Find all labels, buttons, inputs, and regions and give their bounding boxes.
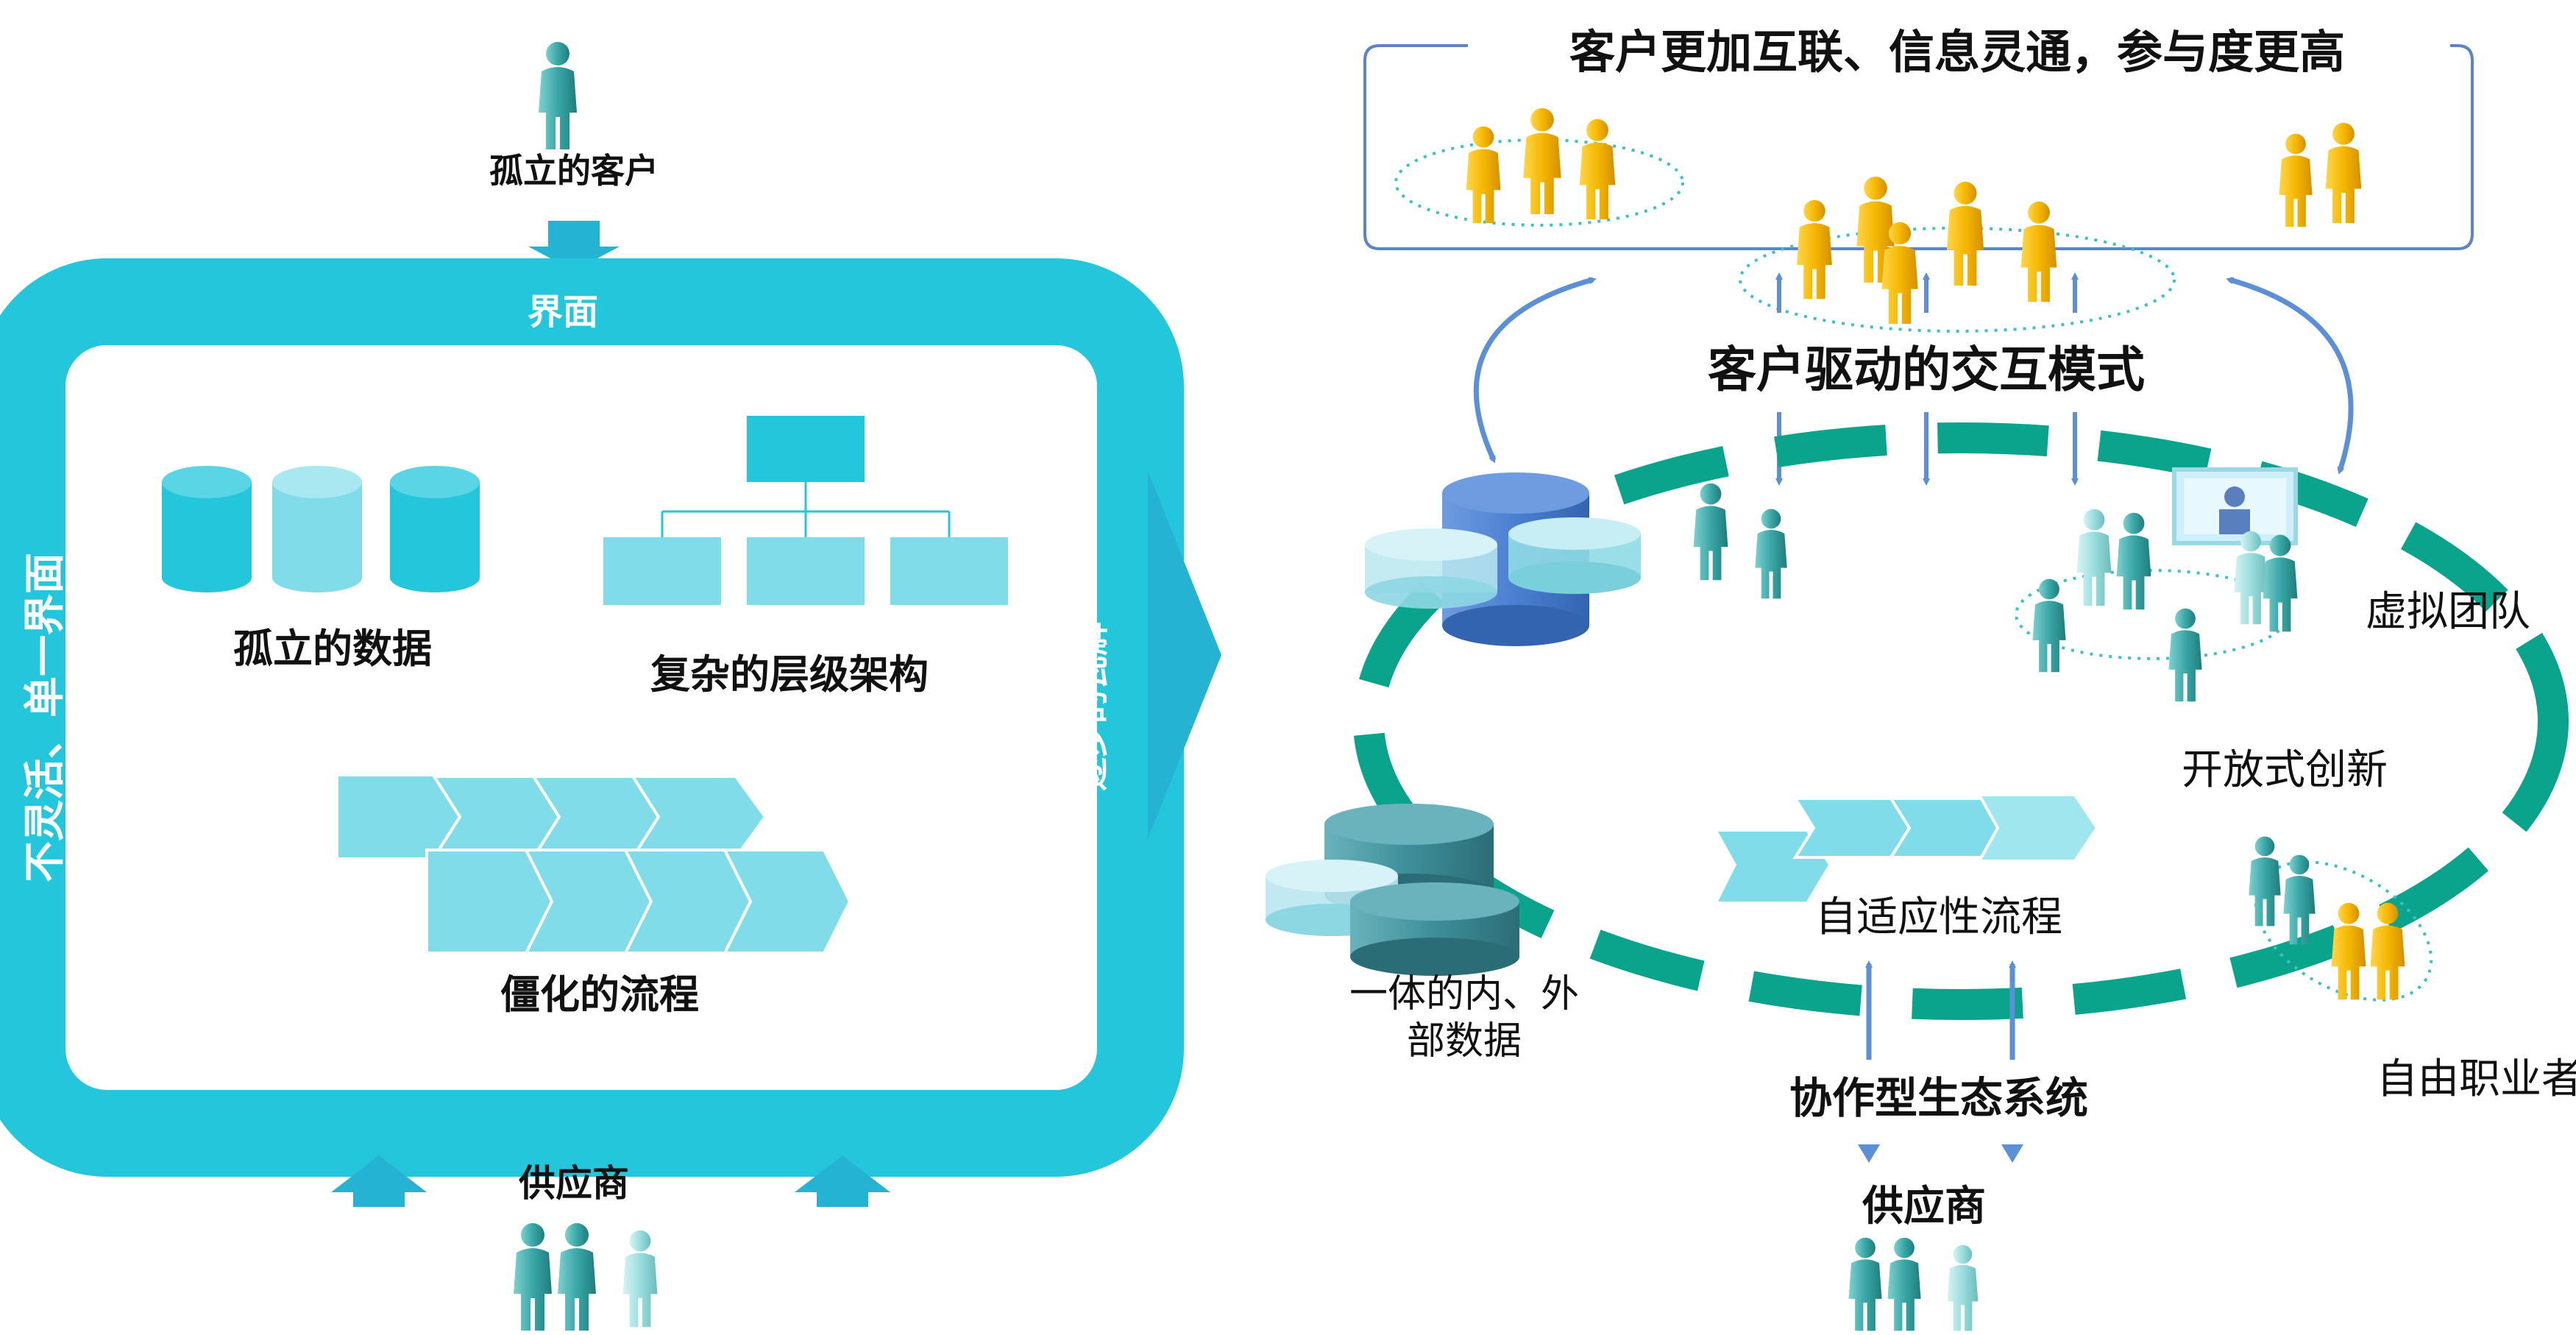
right-supplier-people-icon <box>1848 1237 1979 1331</box>
left-supplier-label: 供应商 <box>519 1162 629 1205</box>
left-curved-arrow <box>1473 277 1597 464</box>
database-cluster-top-icon <box>1365 472 1641 646</box>
interface-label: 界面 <box>528 291 598 333</box>
freelancer-icon <box>2249 836 2433 1002</box>
complex-hierarchy-label: 复杂的层级架构 <box>650 651 929 698</box>
virtual-team-icon <box>2015 467 2298 702</box>
freelancer-label: 自由职业者 <box>2377 1055 2576 1103</box>
isolated-customer-icon <box>539 42 577 149</box>
inner-team-pair-icon <box>1693 483 1787 599</box>
ecosystem-label: 协作型生态系统 <box>1789 1073 2088 1123</box>
integrated-data-label-line1: 一体的内、外 <box>1349 972 1579 1016</box>
left-supplier-people-icon <box>514 1223 658 1331</box>
banner-box <box>1363 44 2474 250</box>
adaptive-process-icon <box>1718 793 2099 902</box>
left-panel: 孤立的客户 界面 不灵活、单一界面 逐步的瓦解 <box>0 42 1221 1331</box>
isolated-customer-label: 孤立的客户 <box>489 151 659 191</box>
integrated-data-icon <box>1266 804 1519 976</box>
virtual-team-label: 虚拟团队 <box>2366 588 2530 636</box>
isolated-data-icon <box>162 466 480 592</box>
interaction-mode-label: 客户驱动的交互模式 <box>1708 341 2145 398</box>
inflexible-interface-label: 不灵活、单一界面 <box>21 553 69 882</box>
right-panel: 客户更加互联、信息灵通，参与度更高 客户驱动的交互模式 <box>1266 25 2576 1331</box>
rigid-process-icon <box>338 775 852 955</box>
ecosystem-up-arrows <box>1865 960 2016 1060</box>
right-supplier-label: 供应商 <box>1862 1183 1986 1230</box>
up-arrow-right-icon <box>795 1155 890 1207</box>
banner-title: 客户更加互联、信息灵通，参与度更高 <box>1569 25 2345 79</box>
center-up-arrows <box>1775 272 2079 313</box>
isolated-data-label: 孤立的数据 <box>233 626 432 672</box>
center-group-ellipse <box>1739 227 2176 333</box>
interface-frame <box>0 258 1184 1177</box>
banner-customer-group-icon <box>1466 107 1616 224</box>
ecosystem-down-arrows <box>1858 1144 2023 1163</box>
integrated-data-label-line2: 部数据 <box>1407 1019 1522 1063</box>
right-curved-arrow <box>2226 277 2354 475</box>
adaptive-process-label: 自适应性流程 <box>1815 893 2062 941</box>
up-arrow-left-icon <box>331 1155 427 1207</box>
gradual-collapse-label: 逐步的瓦解 <box>1072 622 1112 791</box>
transition-arrow <box>1148 471 1221 839</box>
banner-customer-pair-icon <box>2279 122 2362 227</box>
rigid-process-label: 僵化的流程 <box>500 971 699 1018</box>
collaboration-ring <box>1353 422 2569 1020</box>
hierarchy-icon <box>603 416 1008 605</box>
open-innovation-label: 开放式创新 <box>2182 746 2388 794</box>
